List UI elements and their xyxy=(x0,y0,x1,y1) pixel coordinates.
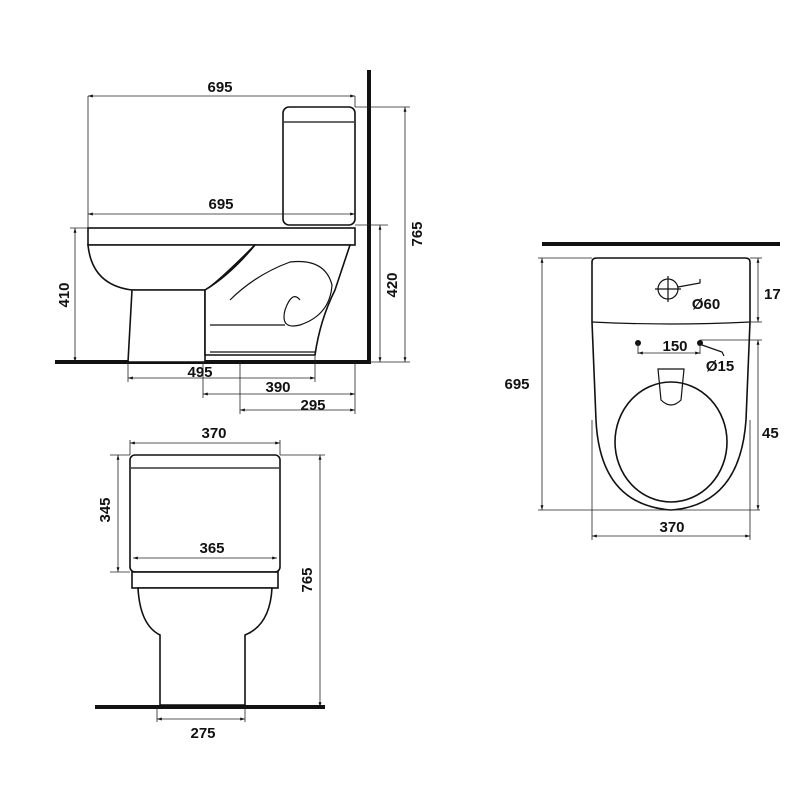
dim-total-height: 765 xyxy=(299,567,316,592)
dim-overall-length: 695 xyxy=(504,376,529,393)
trapway-body xyxy=(204,244,352,356)
dim-hole-diameter: Ø15 xyxy=(706,358,734,375)
cistern xyxy=(282,106,356,226)
side-view: 695 695 410 420 765 495 390 295 xyxy=(55,70,426,414)
dim-seat-height: 410 xyxy=(56,282,73,307)
dim-outlet-to-wall: 295 xyxy=(300,397,325,414)
dim-outlet-offset: 390 xyxy=(265,379,290,396)
dim-total-height: 765 xyxy=(409,221,426,246)
dim-base-to-outlet: 495 xyxy=(187,364,212,381)
bowl xyxy=(137,587,273,706)
front-view: 370 345 365 765 275 xyxy=(95,425,325,742)
seat-hinge-cover xyxy=(657,368,685,406)
dim-width: 370 xyxy=(659,519,684,536)
trapway xyxy=(229,260,333,327)
dim-tank-height: 345 xyxy=(97,497,114,522)
dim-tank-width: 370 xyxy=(201,425,226,442)
pedestal xyxy=(127,289,206,363)
dim-tank-depth: 17 xyxy=(764,286,781,303)
dim-inlet-height: 420 xyxy=(384,272,401,297)
dim-bowl-length: 45 xyxy=(762,425,779,442)
seat-ring xyxy=(614,381,728,503)
dim-button-diameter: Ø60 xyxy=(692,296,720,313)
top-view: Ø60 150 Ø15 695 17 45 370 xyxy=(504,242,781,540)
seat xyxy=(87,227,356,246)
seat xyxy=(131,571,279,589)
dim-overall-length: 695 xyxy=(207,79,232,96)
dim-hole-spacing: 150 xyxy=(662,338,687,355)
dim-seat-width: 365 xyxy=(199,540,224,557)
dim-seat-length: 695 xyxy=(208,196,233,213)
dim-base-width: 275 xyxy=(190,725,215,742)
